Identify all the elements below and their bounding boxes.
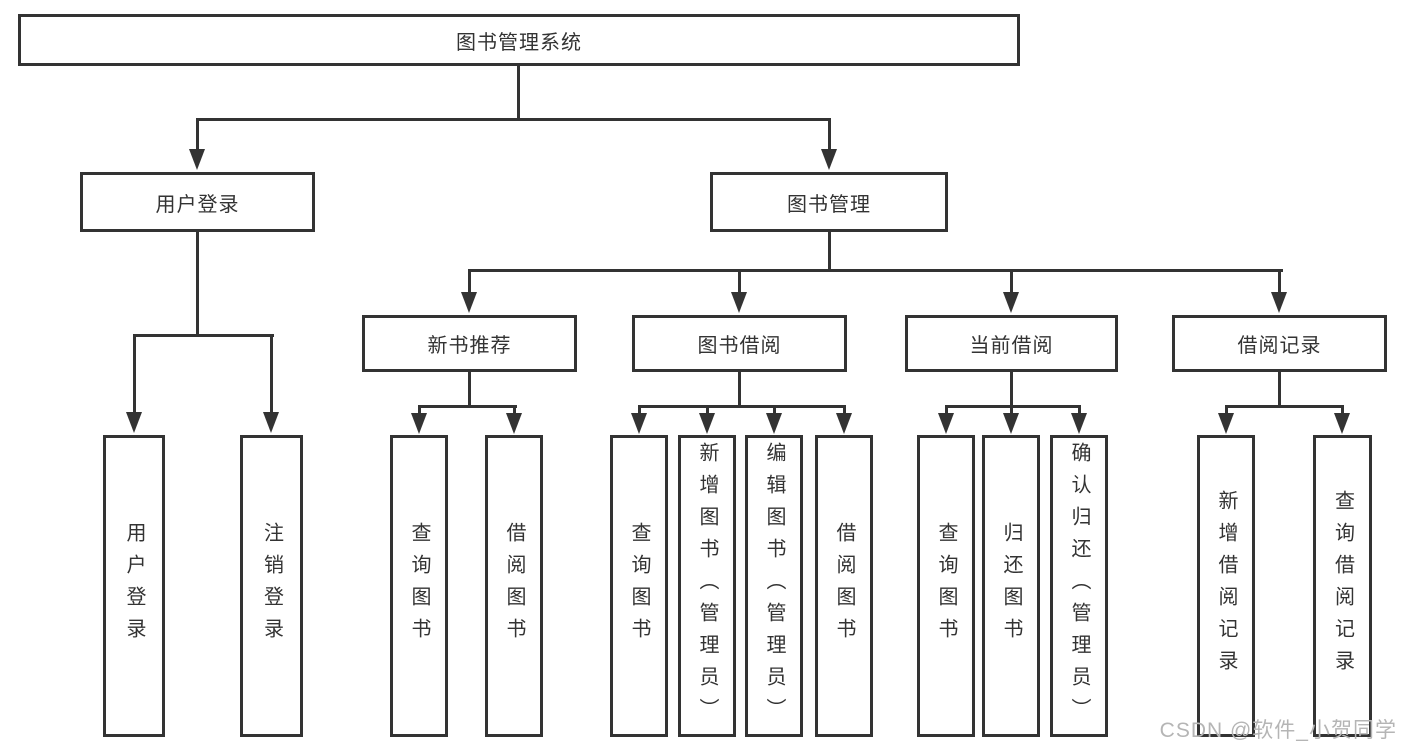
- node-label: 查询图书: [935, 522, 957, 650]
- connector-line: [1010, 269, 1013, 295]
- arrowhead-icon: [631, 413, 647, 434]
- arrowhead-icon: [1003, 292, 1019, 313]
- connector-line: [638, 405, 846, 408]
- connector-line: [773, 405, 776, 416]
- node-label: 新增借阅记录: [1215, 490, 1237, 682]
- arrowhead-icon: [506, 413, 522, 434]
- node-label: 图书管理系统: [456, 31, 582, 54]
- leaf-confirm-return-admin: 确认归还（管理员）: [1050, 435, 1108, 737]
- arrowhead-icon: [836, 413, 852, 434]
- connector-line: [1278, 372, 1281, 408]
- node-book-borrow: 图书借阅: [632, 315, 847, 372]
- connector-line: [1225, 405, 1344, 408]
- node-label: 归还图书: [1000, 522, 1022, 650]
- connector-line: [1078, 405, 1081, 416]
- arrowhead-icon: [731, 292, 747, 313]
- node-label: 用户登录: [123, 522, 145, 650]
- node-label: 当前借阅: [969, 335, 1054, 357]
- node-label: 注销登录: [260, 522, 283, 650]
- leaf-query-books-borrow: 查询图书: [610, 435, 668, 737]
- connector-line: [133, 334, 136, 415]
- connector-line: [1278, 269, 1281, 295]
- node-user-login: 用户登录: [80, 172, 315, 232]
- connector-line: [843, 405, 846, 416]
- connector-line: [133, 334, 274, 337]
- node-current-borrow: 当前借阅: [905, 315, 1118, 372]
- node-label: 新增图书（管理员）: [696, 442, 718, 730]
- connector-line: [1225, 405, 1228, 416]
- connector-line: [1010, 372, 1013, 408]
- connector-line: [418, 405, 517, 408]
- arrowhead-icon: [411, 413, 427, 434]
- leaf-add-books-admin: 新增图书（管理员）: [678, 435, 736, 737]
- arrowhead-icon: [1003, 413, 1019, 434]
- arrowhead-icon: [821, 149, 837, 170]
- connector-line: [468, 269, 1283, 272]
- connector-line: [945, 405, 1081, 408]
- connector-line: [468, 269, 471, 295]
- arrowhead-icon: [263, 412, 279, 433]
- arrowhead-icon: [1218, 413, 1234, 434]
- node-label: 查询借阅记录: [1331, 490, 1354, 682]
- node-label: 用户登录: [155, 193, 240, 216]
- connector-line: [513, 405, 516, 416]
- node-label: 新书推荐: [427, 335, 512, 357]
- connector-line: [1010, 405, 1013, 416]
- arrowhead-icon: [1271, 292, 1287, 313]
- connector-line: [828, 118, 831, 152]
- connector-line: [418, 405, 421, 416]
- leaf-query-borrow-record: 查询借阅记录: [1313, 435, 1372, 737]
- arrowhead-icon: [126, 412, 142, 433]
- arrowhead-icon: [189, 149, 205, 170]
- node-label: 查询图书: [628, 522, 650, 650]
- node-label: 借阅记录: [1237, 335, 1322, 357]
- connector-line: [196, 118, 831, 121]
- node-label: 图书管理: [787, 193, 871, 216]
- connector-line: [468, 372, 471, 408]
- arrowhead-icon: [1334, 413, 1350, 434]
- node-label: 编辑图书（管理员）: [763, 442, 785, 730]
- leaf-add-borrow-record: 新增借阅记录: [1197, 435, 1255, 737]
- connector-line: [1341, 405, 1344, 416]
- leaf-query-books-current: 查询图书: [917, 435, 975, 737]
- node-label: 查询图书: [408, 522, 430, 650]
- connector-line: [738, 372, 741, 408]
- arrowhead-icon: [1071, 413, 1087, 434]
- leaf-user-login: 用户登录: [103, 435, 165, 737]
- node-label: 借阅图书: [833, 522, 855, 650]
- node-root-system: 图书管理系统: [18, 14, 1020, 66]
- node-label: 借阅图书: [503, 522, 525, 650]
- leaf-borrow-books: 借阅图书: [815, 435, 873, 737]
- node-label: 图书借阅: [697, 335, 782, 357]
- connector-line: [196, 232, 199, 337]
- connector-line: [828, 232, 831, 272]
- connector-line: [517, 64, 520, 120]
- connector-line: [638, 405, 641, 416]
- node-book-management: 图书管理: [710, 172, 948, 232]
- connector-line: [706, 405, 709, 416]
- arrowhead-icon: [699, 413, 715, 434]
- leaf-query-books-recommend: 查询图书: [390, 435, 448, 737]
- node-new-book-recommend: 新书推荐: [362, 315, 577, 372]
- connector-line: [270, 334, 273, 415]
- leaf-logout: 注销登录: [240, 435, 303, 737]
- leaf-borrow-books-recommend: 借阅图书: [485, 435, 543, 737]
- arrowhead-icon: [766, 413, 782, 434]
- node-borrow-records: 借阅记录: [1172, 315, 1387, 372]
- connector-line: [945, 405, 948, 416]
- leaf-return-books: 归还图书: [982, 435, 1040, 737]
- arrowhead-icon: [461, 292, 477, 313]
- node-label: 确认归还（管理员）: [1068, 442, 1090, 730]
- csdn-watermark: CSDN @软件_小贺同学: [1159, 719, 1397, 742]
- leaf-edit-books-admin: 编辑图书（管理员）: [745, 435, 803, 737]
- arrowhead-icon: [938, 413, 954, 434]
- connector-line: [738, 269, 741, 295]
- connector-line: [196, 118, 199, 152]
